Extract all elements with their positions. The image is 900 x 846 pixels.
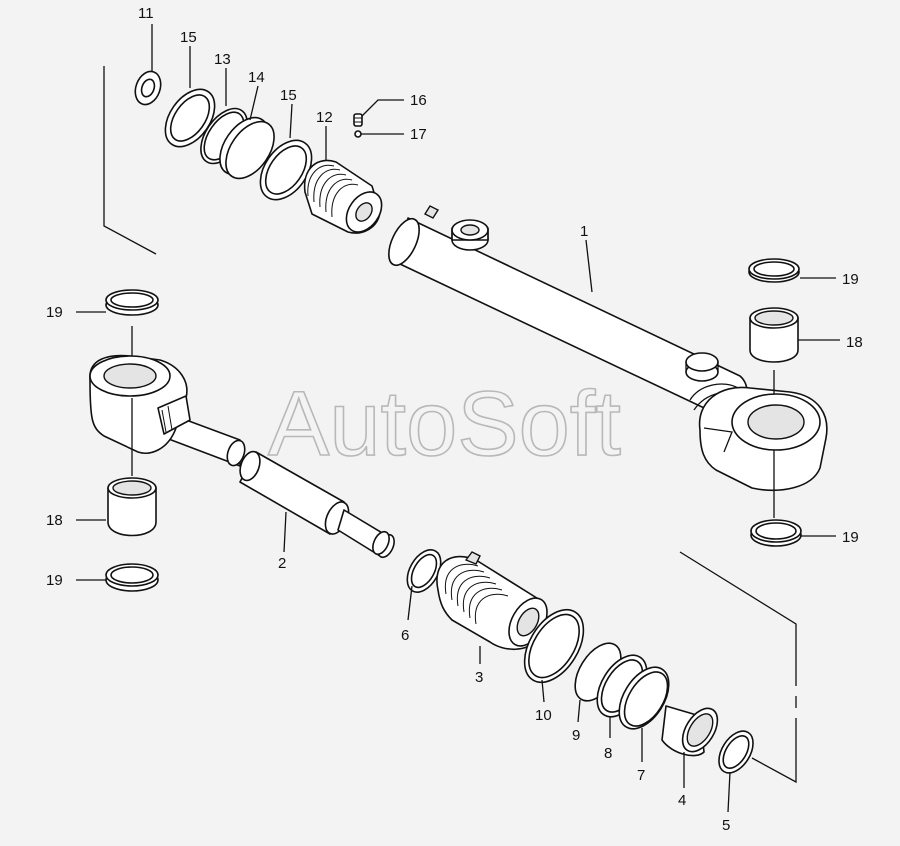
callout-19-left-top: 19	[46, 304, 63, 321]
part-10-snap-ring	[523, 608, 585, 684]
part-18-bushing-right	[749, 307, 799, 363]
part-4-bushing	[661, 705, 719, 757]
part-14-wear-ring	[219, 116, 275, 180]
callout-15: 15	[180, 29, 197, 46]
callout-16: 16	[410, 92, 427, 109]
part-18-bushing-left	[107, 477, 157, 537]
callout-19-right-bottom: 19	[842, 529, 859, 546]
callout-13: 13	[214, 51, 231, 68]
callout-14: 14	[248, 69, 265, 86]
part-3-rod-guide	[436, 551, 548, 651]
part-19-bushing-ring-left-top	[105, 289, 159, 316]
callout-17: 17	[410, 126, 427, 143]
callout-9: 9	[572, 727, 580, 744]
part-19-bushing-ring-right-top	[748, 258, 800, 283]
part-2-piston-rod	[89, 354, 395, 559]
part-19-bushing-ring-left-bottom	[105, 563, 159, 592]
part-7-ring	[618, 666, 670, 730]
part-11-washer	[134, 70, 162, 106]
watermark-text: AutoSoft	[268, 373, 621, 475]
callout-19-left-bottom: 19	[46, 572, 63, 589]
callout-12: 12	[316, 109, 333, 126]
part-1-cylinder-tube	[388, 205, 828, 491]
part-16-set-screw	[353, 113, 363, 127]
callout-3: 3	[475, 669, 483, 686]
part-6-ring	[406, 549, 442, 593]
callout-10: 10	[535, 707, 552, 724]
part-17-ball	[354, 130, 362, 138]
callout-4: 4	[678, 792, 686, 809]
part-15-seal-ring-2	[259, 139, 313, 201]
callout-18-left: 18	[46, 512, 63, 529]
callout-18-right: 18	[846, 334, 863, 351]
leader-lines	[76, 24, 840, 813]
callout-7: 7	[637, 767, 645, 784]
callout-5: 5	[722, 817, 730, 834]
callout-2: 2	[278, 555, 286, 572]
part-15-seal-ring	[164, 88, 216, 148]
callout-11: 11	[138, 5, 154, 22]
callout-1: 1	[580, 223, 588, 240]
callout-8: 8	[604, 745, 612, 762]
callout-6: 6	[401, 627, 409, 644]
part-5-wiper	[718, 730, 754, 774]
assembly-frame-lines	[103, 66, 797, 784]
part-19-bushing-ring-right-bottom	[750, 519, 802, 547]
callout-15-second: 15	[280, 87, 297, 104]
callout-19-right-top: 19	[842, 271, 859, 288]
part-12-piston	[303, 159, 383, 234]
